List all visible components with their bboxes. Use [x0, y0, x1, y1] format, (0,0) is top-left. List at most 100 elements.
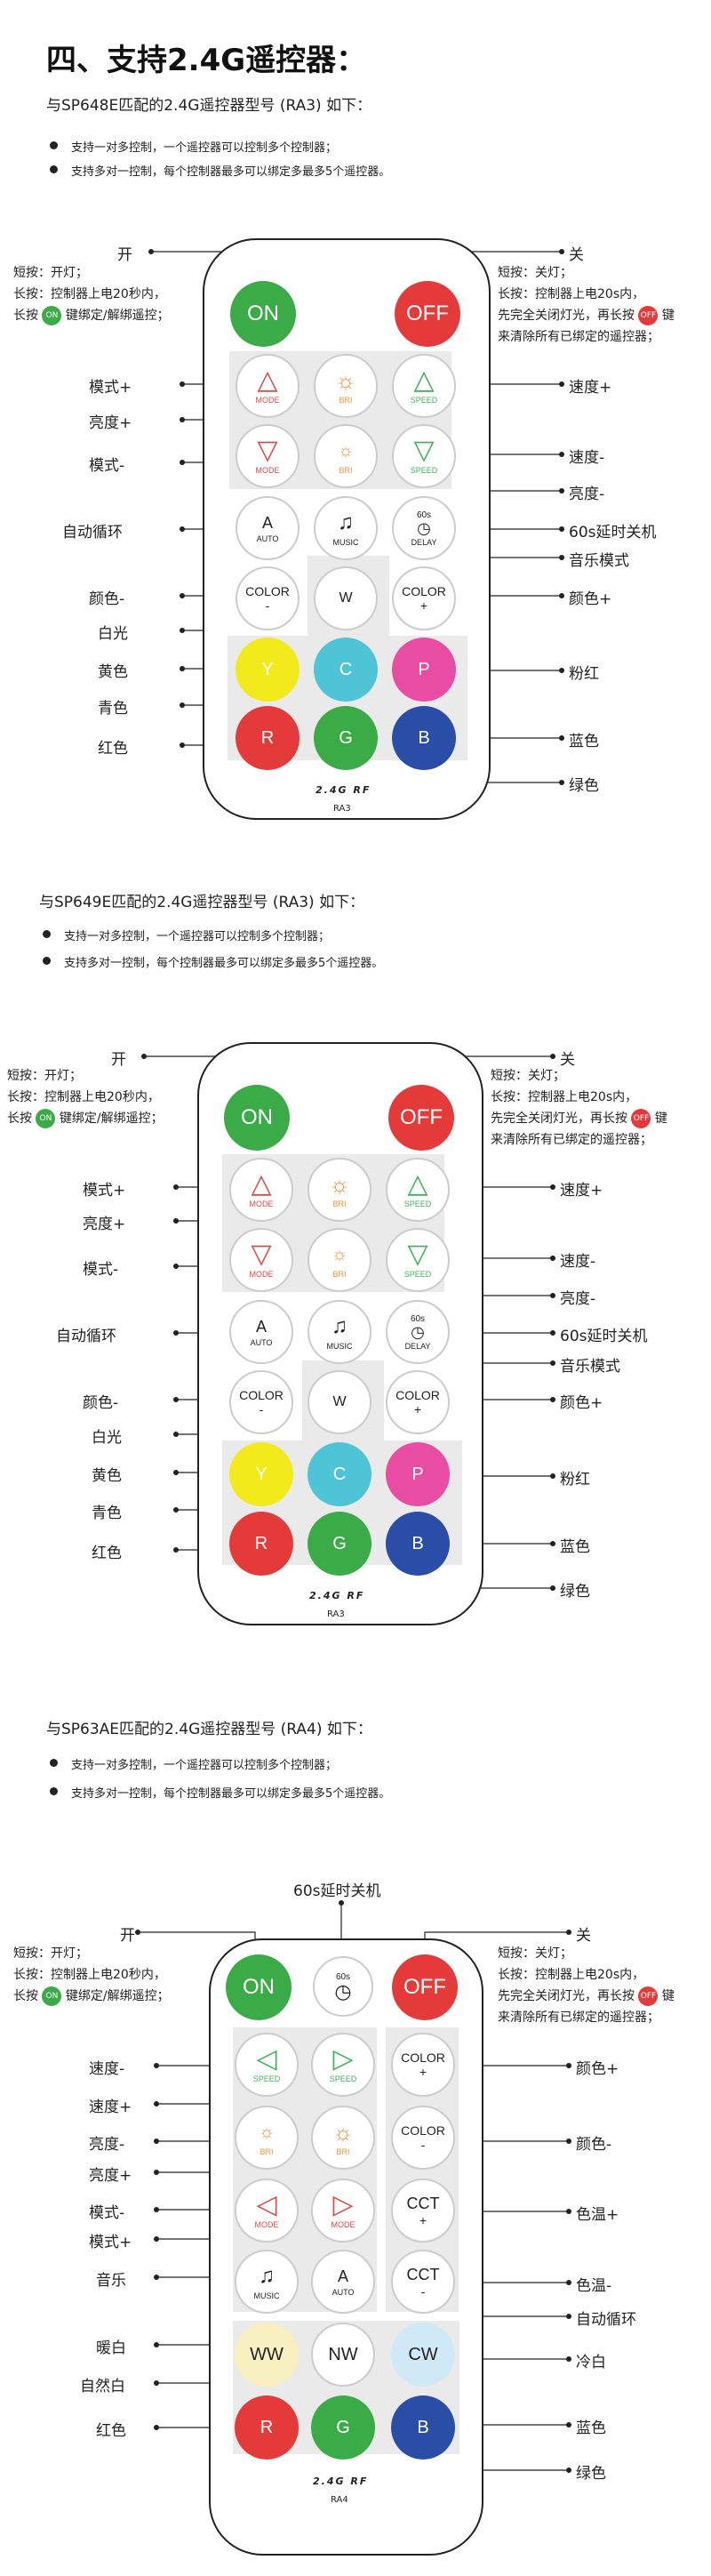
label-mode-up: 模式+ — [89, 379, 132, 397]
speed-down-button[interactable]: ▽SPEED — [392, 424, 456, 488]
speed-down-button[interactable]: ◁SPEED — [235, 2033, 299, 2097]
bullet-item: 支持一对多控制，一个遥控器可以控制多个控制器； — [42, 927, 330, 943]
yellow-button[interactable]: Y — [229, 1442, 293, 1506]
label-on: 开 — [120, 1927, 135, 1945]
speed-up-button[interactable]: △SPEED — [386, 1158, 450, 1222]
off-button[interactable]: OFF — [395, 281, 460, 347]
natural-white-button[interactable]: NW — [311, 2323, 375, 2387]
label-cyan: 青色 — [98, 700, 128, 718]
auto-icon: A — [255, 1317, 267, 1336]
speed-down-button[interactable]: ▽SPEED — [386, 1228, 450, 1292]
red-button[interactable]: R — [229, 1512, 293, 1576]
blue-button[interactable]: B — [392, 706, 456, 770]
delay-badge: 60s — [335, 1972, 351, 1982]
bri-up-button[interactable]: ☼BRI — [308, 1158, 371, 1222]
red-button[interactable]: R — [236, 706, 300, 770]
mode-up-button[interactable]: △MODE — [229, 1158, 293, 1222]
label-cct-up: 色温+ — [576, 2206, 619, 2224]
pink-button[interactable]: P — [392, 638, 456, 702]
color-up-button[interactable]: COLOR+ — [392, 566, 456, 630]
note-off: 短按：关灯；长按：控制器上电20s内，先完全关闭灯光，再长按 OFF 键来清除所… — [491, 1069, 667, 1147]
label-delay: 60s延时关机 — [569, 524, 657, 542]
triangle-left-icon: ◁ — [256, 2044, 277, 2074]
music-button[interactable]: ♫MUSIC — [308, 1300, 371, 1364]
model-label: RA4 — [331, 2495, 348, 2505]
off-button[interactable]: OFF — [388, 1085, 454, 1151]
music-note-icon: ♫ — [332, 1314, 348, 1338]
bri-up-button[interactable]: ☼BRI — [311, 2106, 375, 2170]
blue-button[interactable]: B — [391, 2395, 455, 2460]
label-color-down: 颜色- — [83, 1394, 119, 1412]
cyan-button[interactable]: C — [314, 638, 378, 702]
label-cct-down: 色温- — [576, 2277, 612, 2295]
on-button[interactable]: ON — [226, 1954, 292, 2020]
delay-button[interactable]: 60s◷DELAY — [386, 1300, 450, 1364]
sun-icon: ☼ — [335, 367, 356, 394]
bri-down-button[interactable]: ☼BRI — [314, 424, 378, 488]
green-button[interactable]: G — [314, 706, 378, 770]
mode-down-button[interactable]: ▽MODE — [229, 1228, 293, 1292]
timer-icon: ◷ — [334, 1980, 352, 2002]
bri-up-button[interactable]: ☼BRI — [314, 354, 378, 418]
warm-white-button[interactable]: WW — [235, 2323, 299, 2387]
bri-down-button[interactable]: ☼BRI — [308, 1228, 371, 1292]
bullet-item: 支持多对一控制，每个控制器最多可以绑定多最多5个遥控器。 — [42, 953, 383, 970]
model-label: RA3 — [327, 1609, 345, 1619]
color-up-button[interactable]: COLOR+ — [386, 1370, 450, 1434]
white-button[interactable]: W — [308, 1370, 371, 1434]
color-down-button[interactable]: COLOR- — [229, 1370, 293, 1434]
mode-up-button[interactable]: ▷MODE — [311, 2179, 375, 2243]
label-warm: 暖白 — [96, 2339, 126, 2357]
speed-up-button[interactable]: △SPEED — [392, 354, 456, 418]
color-down-button[interactable]: COLOR- — [236, 566, 300, 630]
color-up-button[interactable]: COLOR+ — [391, 2033, 455, 2097]
section-intro: 与SP648E匹配的2.4G遥控器型号 (RA3) 如下： — [46, 97, 372, 115]
label-bri-down: 亮度- — [560, 1290, 596, 1308]
brand-logo: 2.4G RF — [313, 2476, 369, 2487]
white-button[interactable]: W — [314, 566, 378, 630]
blue-button[interactable]: B — [386, 1512, 450, 1576]
label-white: 白光 — [92, 1429, 122, 1447]
music-note-icon: ♫ — [338, 510, 354, 534]
triangle-up-icon: △ — [413, 365, 435, 395]
label-bri-down: 亮度- — [569, 486, 605, 503]
cold-white-button[interactable]: CW — [391, 2323, 455, 2387]
label-off: 关 — [560, 1051, 575, 1069]
mode-up-button[interactable]: △MODE — [236, 354, 300, 418]
note-on: 短按：开灯；长按：控制器上电20秒内，长按 ON 键绑定/解绑遥控； — [7, 1065, 164, 1129]
red-button[interactable]: R — [235, 2395, 299, 2460]
mode-down-button[interactable]: ◁MODE — [235, 2179, 299, 2243]
triangle-down-icon: ▽ — [407, 1240, 428, 1269]
delay-button[interactable]: 60s◷ — [313, 1956, 373, 2017]
label-bri-up: 亮度+ — [83, 1216, 126, 1233]
page-title: 四、支持2.4G遥控器： — [46, 43, 367, 78]
color-down-button[interactable]: COLOR- — [391, 2106, 455, 2170]
cyan-button[interactable]: C — [308, 1442, 371, 1506]
bri-down-button[interactable]: ☼BRI — [235, 2106, 299, 2170]
yellow-button[interactable]: Y — [236, 638, 300, 702]
mode-down-button[interactable]: ▽MODE — [236, 424, 300, 488]
on-button[interactable]: ON — [230, 281, 296, 347]
green-button[interactable]: G — [308, 1512, 371, 1576]
speed-up-button[interactable]: ▷SPEED — [311, 2033, 375, 2097]
label-music: 音乐模式 — [560, 1358, 620, 1376]
on-mini-icon: ON — [42, 306, 62, 325]
cct-down-button[interactable]: CCT- — [391, 2250, 455, 2314]
delay-button[interactable]: 60s◷DELAY — [392, 496, 456, 560]
bullet-item: 支持一对多控制，一个遥控器可以控制多个控制器； — [49, 1755, 337, 1772]
on-mini-icon: ON — [42, 1986, 62, 2006]
green-button[interactable]: G — [311, 2395, 375, 2460]
pink-button[interactable]: P — [386, 1442, 450, 1506]
label-off: 关 — [576, 1927, 591, 1945]
off-button[interactable]: OFF — [392, 1954, 458, 2020]
on-button[interactable]: ON — [224, 1085, 290, 1151]
music-button[interactable]: ♫MUSIC — [314, 496, 378, 560]
music-button[interactable]: ♫MUSIC — [235, 2250, 299, 2314]
cct-up-button[interactable]: CCT+ — [391, 2179, 455, 2243]
label-green: 绿色 — [569, 777, 599, 795]
label-speed-down: 速度- — [569, 449, 605, 467]
label-auto: 自动循环 — [56, 1328, 116, 1345]
